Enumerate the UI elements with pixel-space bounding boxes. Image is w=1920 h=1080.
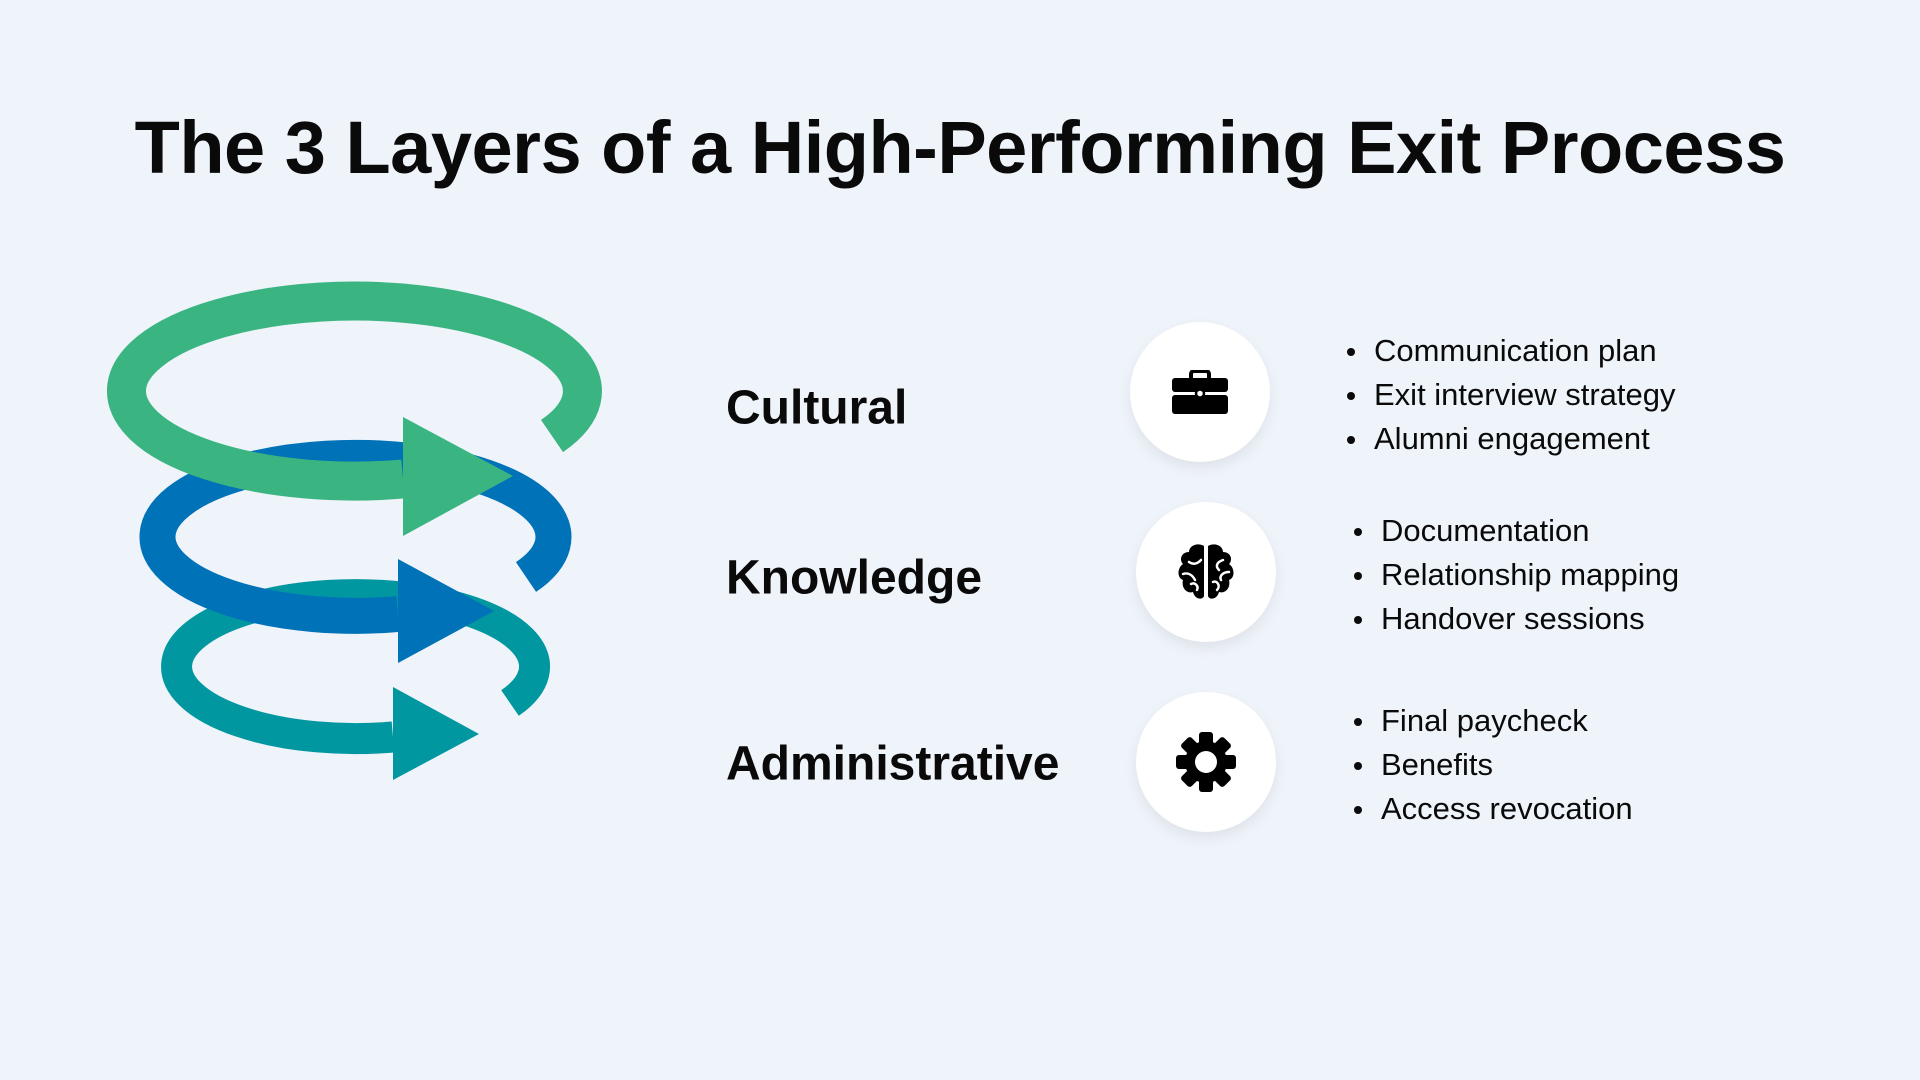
list-item: Handover sessions: [1352, 597, 1679, 641]
list-item: Communication plan: [1345, 329, 1676, 373]
list-item: Access revocation: [1352, 787, 1633, 831]
list-item: Documentation: [1352, 509, 1679, 553]
list-item: Alumni engagement: [1345, 417, 1676, 461]
list-item: Final paycheck: [1352, 699, 1633, 743]
list-item: Exit interview strategy: [1345, 373, 1676, 417]
brain-icon: [1178, 544, 1234, 599]
briefcase-icon: [1172, 370, 1228, 414]
knowledge-icon-badge: [1136, 502, 1276, 642]
layer-label-cultural: Cultural: [726, 381, 908, 435]
cultural-icon-badge: [1130, 322, 1270, 462]
cultural-arrow: [107, 281, 602, 536]
list-item: Relationship mapping: [1352, 553, 1679, 597]
administrative-icon-badge: [1136, 692, 1276, 832]
list-item: Benefits: [1352, 743, 1633, 787]
page-title: The 3 Layers of a High-Performing Exit P…: [134, 106, 1786, 189]
cultural-bullet-list: Communication plan Exit interview strate…: [1345, 329, 1676, 461]
layer-label-knowledge: Knowledge: [726, 551, 983, 605]
gear-icon: [1176, 732, 1236, 792]
knowledge-bullet-list: Documentation Relationship mapping Hando…: [1352, 509, 1679, 641]
administrative-bullet-list: Final paycheck Benefits Access revocatio…: [1352, 699, 1633, 831]
layer-label-administrative: Administrative: [726, 737, 1060, 791]
